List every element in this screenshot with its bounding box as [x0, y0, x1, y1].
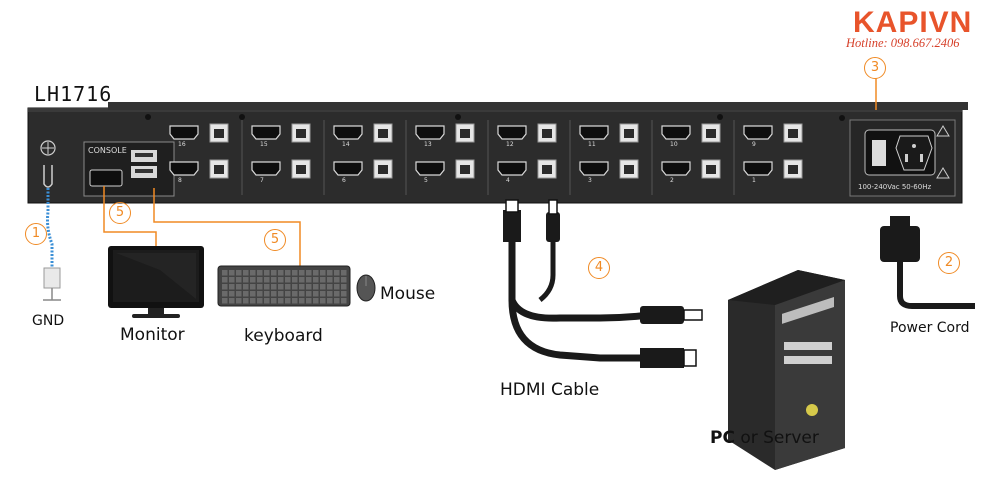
keyboard-label: keyboard [244, 326, 323, 346]
port-number-8: 8 [178, 177, 182, 184]
port-number-13: 13 [424, 141, 432, 148]
model-name: LH1716 [34, 82, 113, 106]
mouse-label: Mouse [380, 284, 436, 304]
keyboard-icon [217, 265, 351, 307]
hotline-text: Hotline: 098.667.2406 [846, 36, 960, 50]
console-ports [83, 141, 175, 197]
port-pair-6 [333, 159, 393, 179]
keyboard-line [153, 188, 301, 268]
port-pair-14 [333, 123, 393, 143]
port-pair-13 [415, 123, 475, 143]
port-number-1: 1 [752, 177, 756, 184]
port-pair-12 [497, 123, 557, 143]
port-pair-1 [743, 159, 803, 179]
port-number-15: 15 [260, 141, 268, 148]
callout-3: 3 [864, 57, 886, 79]
port-pair-4 [497, 159, 557, 179]
callout-2: 2 [938, 252, 960, 274]
port-number-9: 9 [752, 141, 756, 148]
monitor-label: Monitor [120, 325, 185, 345]
port-pair-15 [251, 123, 311, 143]
pc-label: PC [710, 428, 735, 448]
callout-5-monitor: 5 [109, 202, 131, 224]
pc-or-server-label: or Server [734, 428, 819, 448]
port-number-5: 5 [424, 177, 428, 184]
port-pair-11 [579, 123, 639, 143]
port-grid [169, 120, 803, 195]
callout-1: 1 [25, 223, 47, 245]
callout-5-keyboard: 5 [264, 229, 286, 251]
hdmi-cable-label: HDMI Cable [500, 380, 600, 400]
mouse-icon [356, 274, 376, 302]
monitor-line [103, 186, 157, 248]
callout-4: 4 [588, 257, 610, 279]
port-number-12: 12 [506, 141, 514, 148]
port-number-16: 16 [178, 141, 186, 148]
port-number-3: 3 [588, 177, 592, 184]
port-pair-8 [169, 159, 229, 179]
port-pair-9 [743, 123, 803, 143]
port-number-11: 11 [588, 141, 596, 148]
ground-terminal [40, 140, 56, 188]
port-pair-7 [251, 159, 311, 179]
ground-icon [43, 267, 61, 301]
port-pair-10 [661, 123, 721, 143]
port-number-10: 10 [670, 141, 678, 148]
ground-wire [46, 188, 54, 270]
port-number-7: 7 [260, 177, 264, 184]
port-number-2: 2 [670, 177, 674, 184]
power-spec-label: 100-240Vac 50-60Hz [858, 183, 932, 191]
port-number-14: 14 [342, 141, 350, 148]
port-pair-16 [169, 123, 229, 143]
hdmi-cable-icon [503, 199, 703, 368]
power-inlet [849, 119, 956, 197]
port-number-4: 4 [506, 177, 510, 184]
brand-logo: KAPIVN [853, 6, 973, 39]
power-cord-label: Power Cord [890, 320, 970, 336]
port-pair-5 [415, 159, 475, 179]
port-pair-3 [579, 159, 639, 179]
console-label: CONSOLE [88, 146, 127, 155]
power-cord-icon [880, 216, 975, 309]
gnd-label: GND [32, 313, 65, 329]
port-pair-2 [661, 159, 721, 179]
pc-server-label: PC or Server [710, 428, 819, 448]
monitor-icon [108, 246, 204, 318]
port-number-6: 6 [342, 177, 346, 184]
kvm-rear-panel [27, 102, 968, 204]
pc-tower-icon [728, 270, 845, 470]
